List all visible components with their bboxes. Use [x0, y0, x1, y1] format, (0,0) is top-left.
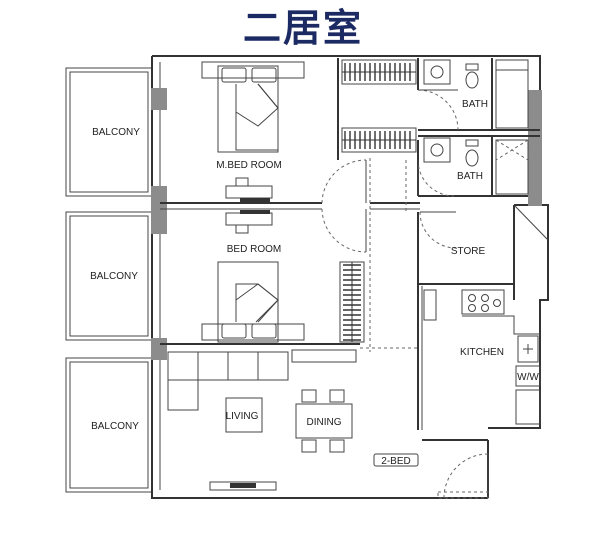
- bed: [201, 261, 305, 343]
- dining-label: DINING: [307, 417, 342, 428]
- bath-top-fixtures: [423, 59, 529, 129]
- desk-set: [225, 177, 273, 234]
- wardrobe-top: [341, 59, 417, 85]
- open-boundaries: [360, 158, 418, 352]
- wardrobe-middle: [341, 127, 417, 153]
- door-bed: [321, 208, 367, 253]
- column: [528, 90, 542, 206]
- sofa: [167, 349, 357, 411]
- bedroom-label: BED ROOM: [227, 244, 281, 255]
- door-bath-bottom: [417, 159, 455, 197]
- column: [151, 88, 167, 110]
- master-bed: [201, 61, 305, 153]
- kitchen-fixtures: [423, 289, 541, 425]
- balcony-label-top: BALCONY: [92, 127, 140, 138]
- wardrobe-bedroom: [339, 261, 365, 343]
- door-entrance: [443, 453, 489, 499]
- column: [151, 338, 167, 360]
- unit-type-tag: [373, 453, 419, 467]
- door-master-bed: [321, 159, 367, 204]
- unit-type-label: 2-BED: [381, 456, 410, 467]
- bath-label-top: BATH: [462, 99, 488, 110]
- living-label: LIVING: [226, 411, 259, 422]
- door-bath-top: [417, 89, 459, 131]
- bath-label-bottom: BATH: [457, 171, 483, 182]
- exterior-walls: [151, 55, 549, 499]
- master-bedroom-label: M.BED ROOM: [216, 160, 282, 171]
- dining-set: [295, 389, 353, 453]
- bath-bottom-fixtures: [423, 137, 529, 195]
- balcony-label-mid: BALCONY: [90, 271, 138, 282]
- plan-title: 二居室: [242, 6, 363, 50]
- kitchen-label: KITCHEN: [460, 347, 504, 358]
- balcony-label-bottom: BALCONY: [91, 421, 139, 432]
- entry-threshold: [437, 491, 489, 499]
- tv-console: [209, 481, 277, 491]
- store-label: STORE: [451, 246, 486, 257]
- door-store: [419, 211, 457, 249]
- coffee-table: [225, 397, 263, 433]
- washer-label: W/W: [517, 372, 539, 383]
- column: [151, 186, 167, 234]
